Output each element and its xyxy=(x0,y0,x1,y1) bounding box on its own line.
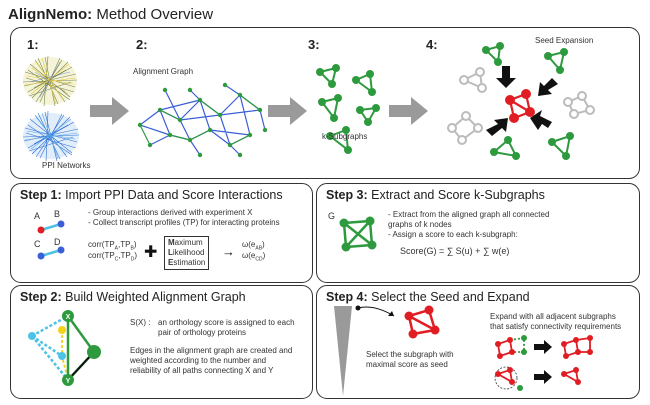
ppi-network-yellow xyxy=(22,55,78,107)
edges-text-3: reliability of all paths connecting X an… xyxy=(130,366,274,375)
ppi-networks-label: PPI Networks xyxy=(42,161,91,170)
select-text-1: Select the subgraph with xyxy=(366,350,454,359)
node-x-label: X xyxy=(66,314,71,321)
score-wedge xyxy=(334,306,352,396)
edge-cd-icon xyxy=(37,246,65,260)
g-label: G xyxy=(328,211,336,221)
edges-text-1: Edges in the alignment graph are created… xyxy=(130,346,293,355)
arrow-right-icon xyxy=(268,97,307,125)
step-number-4: 4: xyxy=(426,37,438,52)
step4-title: Step 4: Select the Seed and Expand xyxy=(326,290,530,304)
step1-line-1: - Group interactions derived with experi… xyxy=(88,208,253,217)
step1-line-2: - Collect transcript profiles (TP) for i… xyxy=(88,218,280,227)
sx-label: S(X) : xyxy=(130,318,151,327)
omega-ab: ω(eAB) xyxy=(242,240,265,252)
step3-line-1: - Extract from the aligned graph all con… xyxy=(388,210,550,219)
node-b-label: B xyxy=(54,209,61,219)
expand-example-1 xyxy=(495,335,593,359)
alignment-graph-label: Alignment Graph xyxy=(133,67,194,76)
expand-text-2: that satisfy connectivity requirements xyxy=(490,322,622,331)
expand-example-2 xyxy=(494,366,581,391)
node-c-label: C xyxy=(34,239,41,249)
edges-text-2: weighted according to the number and xyxy=(130,356,267,365)
ppi-network-blue xyxy=(22,110,80,162)
step2-title: Step 2: Build Weighted Alignment Graph xyxy=(20,290,246,304)
score-axis-label: Score xyxy=(328,327,335,346)
expand-text-1: Expand with all adjacent subgraphs xyxy=(490,312,616,321)
node-d-label: D xyxy=(54,237,61,247)
alignment-graph xyxy=(137,82,268,158)
plus-icon: ✚ xyxy=(144,244,158,261)
step-number-3: 3: xyxy=(308,37,320,52)
seed-expansion-label: Seed Expansion xyxy=(535,36,594,45)
arrow-icon: → xyxy=(222,244,235,259)
step-number-2: 2: xyxy=(136,37,148,52)
subgraph-g-icon xyxy=(339,216,377,252)
step4-panel xyxy=(316,285,640,399)
omega-cd: ω(eCD) xyxy=(242,251,266,263)
select-text-2: maximal score as seed xyxy=(366,360,448,369)
arrow-right-icon xyxy=(389,97,428,125)
seed-expansion xyxy=(447,42,595,160)
score-formula: Score(G) = ∑ S(u) + ∑ w(e) xyxy=(400,246,510,256)
step-number-1: 1: xyxy=(27,37,39,52)
sx-text-2: pair of orthology proteins xyxy=(158,328,247,337)
step3-title: Step 3: Extract and Score k-Subgraphs xyxy=(326,188,545,202)
mle-box: Maximum Likelihood Estimation xyxy=(164,236,210,270)
k-subgraphs-label: k-Subgraphs xyxy=(322,132,368,141)
weighted-graph-icon: X Y xyxy=(28,310,101,386)
corr-cd: corr(TPC,TPD) xyxy=(88,251,138,263)
step3-line-3: - Assign a score to each k-subgraph: xyxy=(388,230,518,239)
step2-panel xyxy=(10,285,313,399)
k-subgraphs xyxy=(316,64,380,154)
node-a-label: A xyxy=(34,211,41,221)
step1-title: Step 1: Import PPI Data and Score Intera… xyxy=(20,188,283,202)
sx-text-1: an orthology score is assigned to each xyxy=(158,318,295,327)
node-y-label: Y xyxy=(66,378,71,385)
page-title: AlignNemo: Method Overview xyxy=(8,6,214,23)
corr-ab: corr(TPA,TPB) xyxy=(88,240,137,252)
arrow-right-icon xyxy=(90,97,129,125)
seed-pointer-icon xyxy=(355,305,395,317)
step1-panel xyxy=(10,183,313,283)
edge-ab-icon xyxy=(37,220,65,234)
seed-subgraph-icon xyxy=(404,305,440,339)
step3-line-2: graphs of k nodes xyxy=(388,220,452,229)
